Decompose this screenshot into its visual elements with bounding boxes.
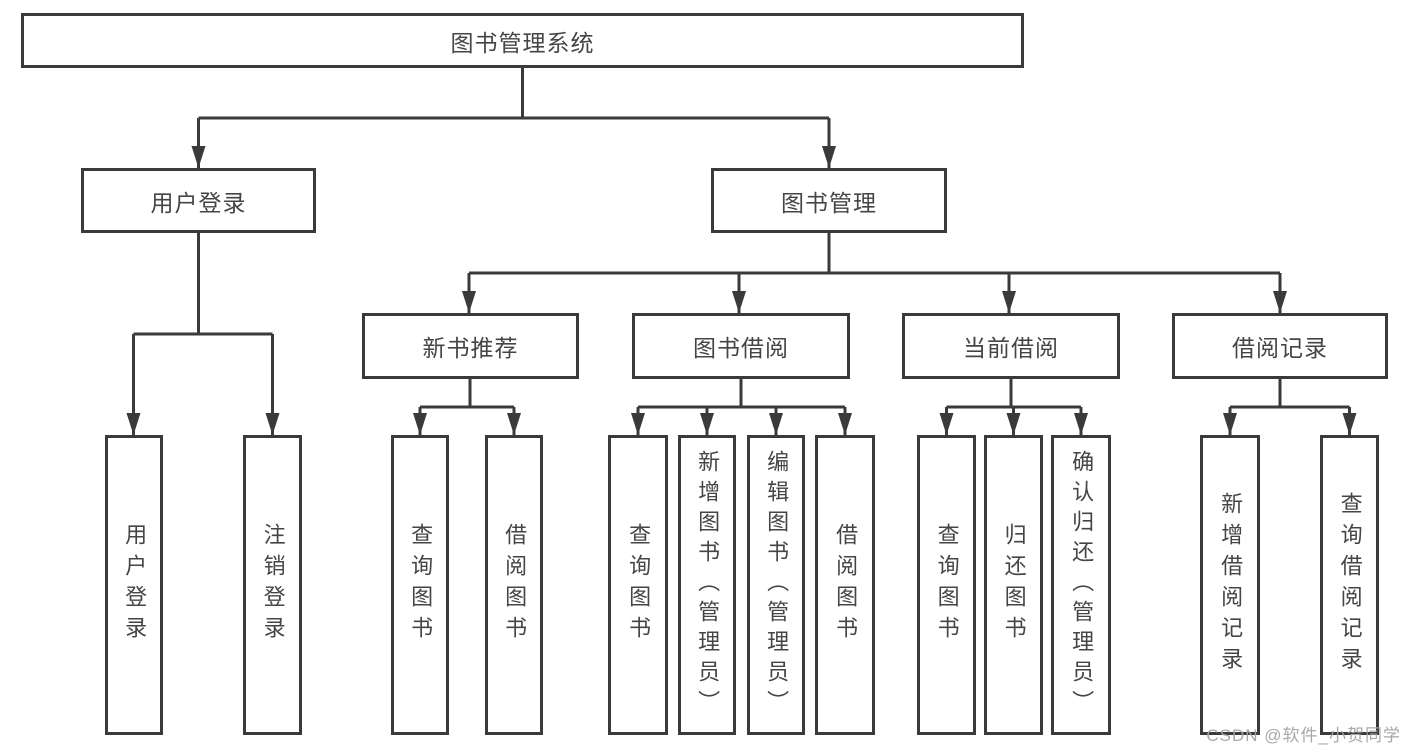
node-query-borrow-record: 查询借阅记录 — [1320, 435, 1379, 735]
node-label: 用户登录 — [122, 523, 148, 647]
node-label: 查询图书 — [934, 523, 960, 647]
node-borrow-book-action: 借阅图书 — [815, 435, 875, 735]
node-label: 注销登录 — [260, 523, 286, 647]
node-edit-book-admin: 编辑图书（管理员） — [747, 435, 805, 735]
node-logout-action: 注销登录 — [243, 435, 302, 735]
node-confirm-return-admin: 确认归还（管理员） — [1051, 435, 1111, 735]
node-query-book-current: 查询图书 — [917, 435, 976, 735]
node-label: 确认归还（管理员） — [1069, 450, 1095, 720]
node-label: 借阅图书 — [833, 523, 859, 647]
node-user-login: 用户登录 — [81, 168, 316, 233]
node-label: 新增图书（管理员） — [695, 450, 721, 720]
node-book-management: 图书管理 — [711, 168, 947, 233]
node-new-book-recommend: 新书推荐 — [362, 313, 579, 379]
node-current-borrow: 当前借阅 — [902, 313, 1120, 379]
node-label: 查询借阅记录 — [1337, 492, 1363, 678]
node-book-borrow: 图书借阅 — [632, 313, 850, 379]
node-label: 新增借阅记录 — [1218, 492, 1244, 678]
node-label: 查询图书 — [626, 523, 652, 647]
node-query-book-borrow: 查询图书 — [608, 435, 668, 735]
node-add-book-admin: 新增图书（管理员） — [678, 435, 736, 735]
node-query-book-recommend: 查询图书 — [391, 435, 449, 735]
csdn-watermark: CSDN @软件_小贺同学 — [1206, 726, 1401, 745]
node-add-borrow-record: 新增借阅记录 — [1200, 435, 1260, 735]
node-label: 归还图书 — [1001, 523, 1027, 647]
node-borrow-record: 借阅记录 — [1172, 313, 1388, 379]
node-borrow-book-recommend: 借阅图书 — [485, 435, 543, 735]
node-label: 编辑图书（管理员） — [764, 450, 790, 720]
node-label: 查询图书 — [408, 523, 434, 647]
node-root: 图书管理系统 — [21, 13, 1024, 68]
node-label: 借阅图书 — [502, 523, 528, 647]
node-user-login-action: 用户登录 — [105, 435, 163, 735]
node-return-book: 归还图书 — [984, 435, 1043, 735]
